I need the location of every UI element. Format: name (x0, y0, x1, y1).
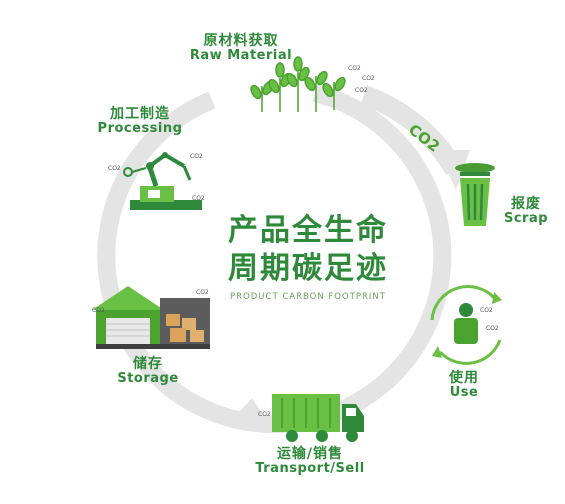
center-title: 产品全生命 周期碳足迹 PRODUCT CARBON FOOTPRINT (208, 212, 408, 302)
stage-storage-zh: 储存 (133, 356, 163, 372)
stage-processing-en: Processing (97, 121, 183, 137)
co2-small-label: CO2 (192, 195, 205, 202)
stage-storage: 储存 Storage (108, 356, 188, 387)
co2-small-label: CO2 (196, 289, 209, 296)
stage-storage-en: Storage (117, 371, 179, 387)
arrow-head-right-icon (438, 150, 470, 190)
co2-small-label: CO2 (480, 307, 493, 314)
co2-small-label: CO2 (362, 75, 375, 82)
stage-scrap-en: Scrap (503, 211, 549, 227)
title-line-2: 周期碳足迹 (228, 251, 388, 286)
co2-small-label: CO2 (258, 411, 271, 418)
trash-bin-icon (455, 163, 495, 226)
co2-small-label: CO2 (190, 153, 203, 160)
co2-small-label: CO2 (355, 87, 368, 94)
stage-transport-en: Transport/Sell (255, 461, 365, 477)
stage-raw-material-en: Raw Material (189, 48, 293, 64)
stage-scrap-zh: 报废 (511, 196, 541, 212)
warehouse-icon (92, 286, 210, 349)
co2-small-label: CO2 (348, 65, 361, 72)
stage-transport: 运输/销售 Transport/Sell (250, 446, 370, 477)
stage-processing: 加工制造 Processing (90, 106, 190, 137)
arrow-head-left-icon (232, 398, 268, 422)
stage-use-zh: 使用 (449, 370, 479, 386)
title-line-1: 产品全生命 (228, 213, 388, 248)
stage-raw-material: 原材料获取 Raw Material (176, 33, 306, 64)
stage-raw-material-zh: 原材料获取 (203, 33, 279, 49)
title-subtitle: PRODUCT CARBON FOOTPRINT (230, 292, 386, 302)
plants-icon (250, 56, 346, 112)
co2-small-label: CO2 (108, 165, 121, 172)
robot-arm-icon (123, 152, 202, 210)
co2-small-label: CO2 (486, 325, 499, 332)
user-cycle-icon (430, 285, 502, 365)
stage-transport-zh: 运输/销售 (276, 446, 344, 462)
stage-use: 使用 Use (436, 370, 492, 401)
co2-small-label: CO2 (92, 307, 105, 314)
stage-scrap: 报废 Scrap (498, 196, 554, 227)
truck-icon (272, 394, 364, 442)
stage-use-en: Use (449, 385, 479, 401)
stage-processing-zh: 加工制造 (110, 106, 170, 122)
